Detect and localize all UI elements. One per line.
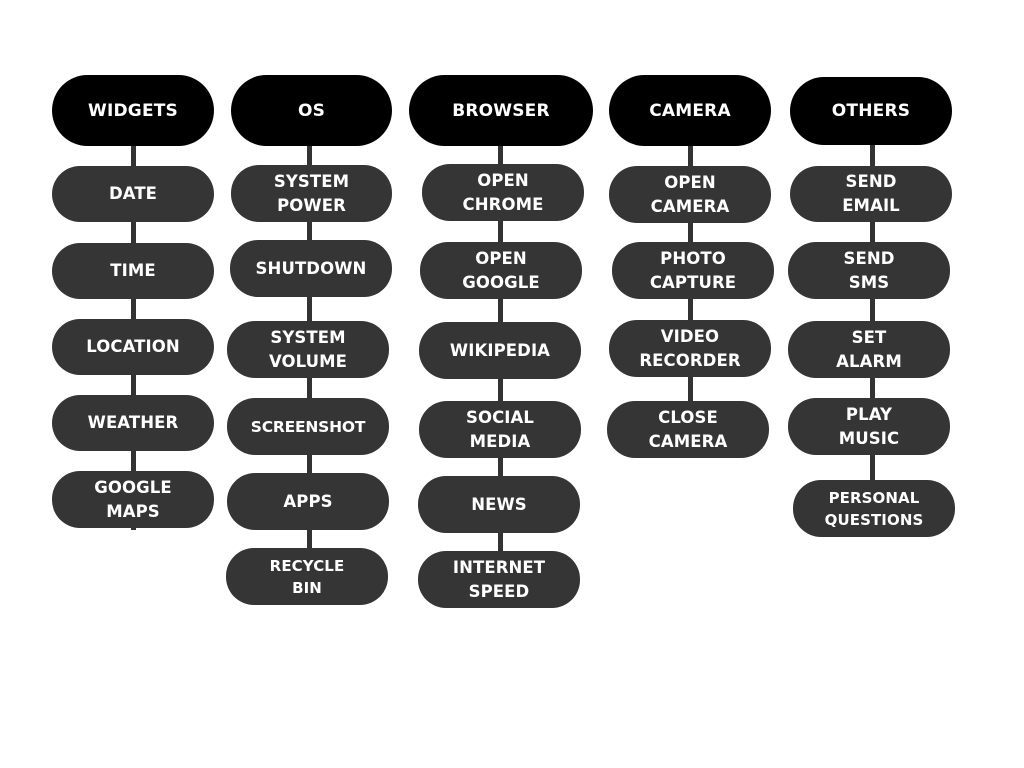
os-item-shutdown: SHUTDOWN	[230, 240, 392, 297]
widgets-item-date: DATE	[52, 166, 214, 222]
camera-item-video-recorder: VIDEO RECORDER	[609, 320, 771, 377]
others-item-set-alarm: SET ALARM	[788, 321, 950, 378]
camera-item-close-camera: CLOSE CAMERA	[607, 401, 769, 458]
widgets-item-google-maps: GOOGLE MAPS	[52, 471, 214, 528]
os-item-system-power: SYSTEM POWER	[231, 165, 392, 222]
category-header-browser: BROWSER	[409, 75, 593, 146]
others-item-personal-questions: PERSONAL QUESTIONS	[793, 480, 955, 537]
others-item-send-sms: SEND SMS	[788, 242, 950, 299]
camera-item-open-camera: OPEN CAMERA	[609, 166, 771, 223]
os-item-apps: APPS	[227, 473, 389, 530]
browser-item-wikipedia: WIKIPEDIA	[419, 322, 581, 379]
browser-item-open-chrome: OPEN CHROME	[422, 164, 584, 221]
category-header-others: OTHERS	[790, 77, 952, 145]
widgets-item-location: LOCATION	[52, 319, 214, 375]
category-header-widgets: WIDGETS	[52, 75, 214, 146]
widgets-item-weather: WEATHER	[52, 395, 214, 451]
browser-item-open-google: OPEN GOOGLE	[420, 242, 582, 299]
camera-item-photo-capture: PHOTO CAPTURE	[612, 242, 774, 299]
browser-item-social-media: SOCIAL MEDIA	[419, 401, 581, 458]
os-item-system-volume: SYSTEM VOLUME	[227, 321, 389, 378]
category-header-camera: CAMERA	[609, 75, 771, 146]
others-item-play-music: PLAY MUSIC	[788, 398, 950, 455]
browser-item-news: NEWS	[418, 476, 580, 533]
category-header-os: OS	[231, 75, 392, 146]
widgets-item-time: TIME	[52, 243, 214, 299]
os-item-recycle-bin: RECYCLE BIN	[226, 548, 388, 605]
others-item-send-email: SEND EMAIL	[790, 166, 952, 222]
os-item-screenshot: SCREENSHOT	[227, 398, 389, 455]
browser-item-internet-speed: INTERNET SPEED	[418, 551, 580, 608]
